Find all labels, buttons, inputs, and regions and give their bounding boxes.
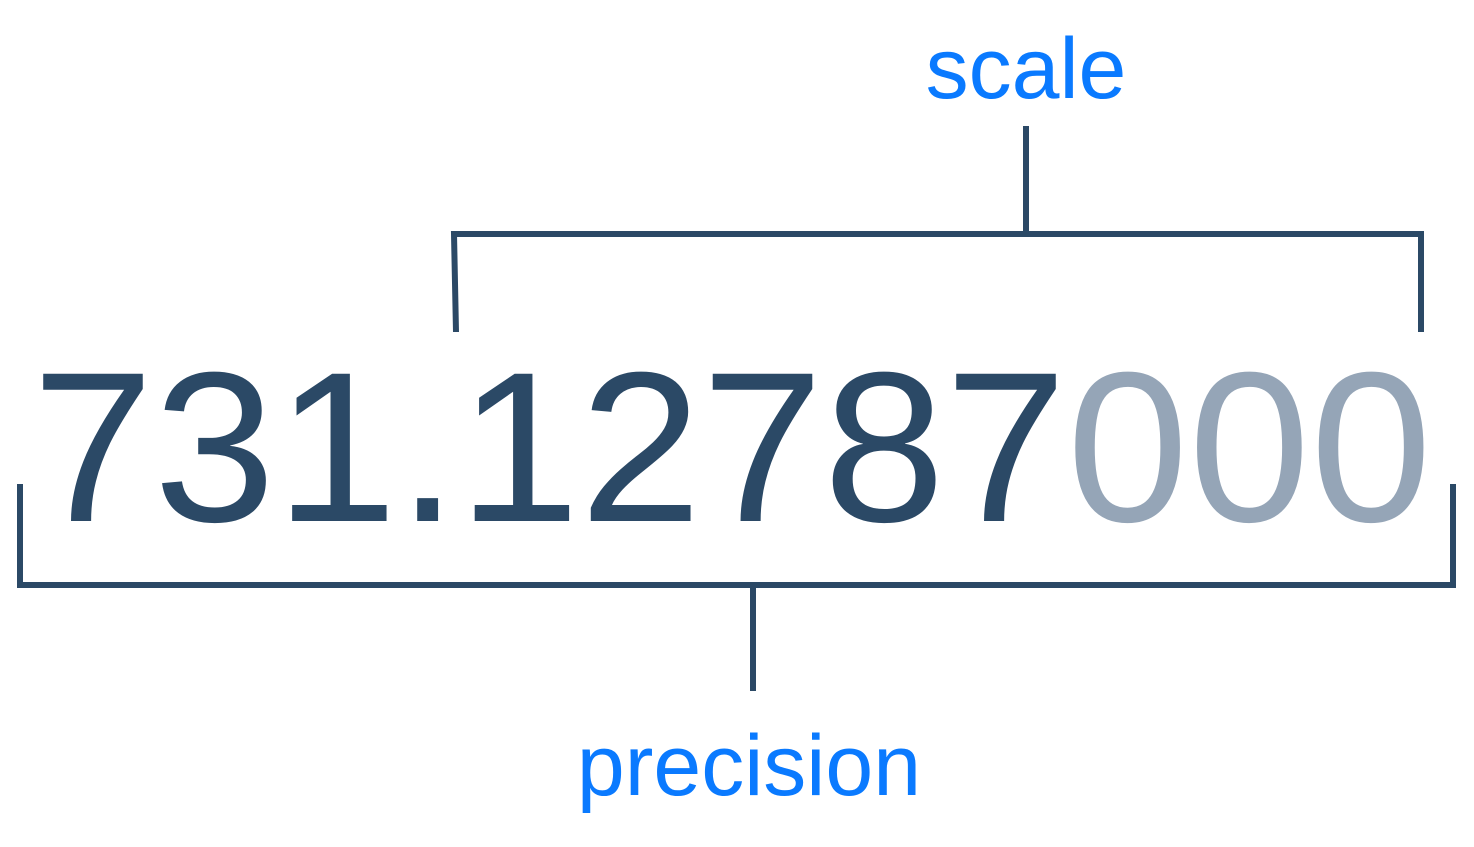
trailing-zeros: 000 [1067,328,1432,567]
scale-bracket-arm [450,231,1424,333]
scale-label: scale [926,21,1127,117]
precision-bracket-arm [17,484,1456,588]
scale-bracket [450,126,1424,333]
significant-digits: 731.12787 [32,328,1067,567]
precision-bracket [17,484,1456,691]
precision-label: precision [577,718,921,814]
